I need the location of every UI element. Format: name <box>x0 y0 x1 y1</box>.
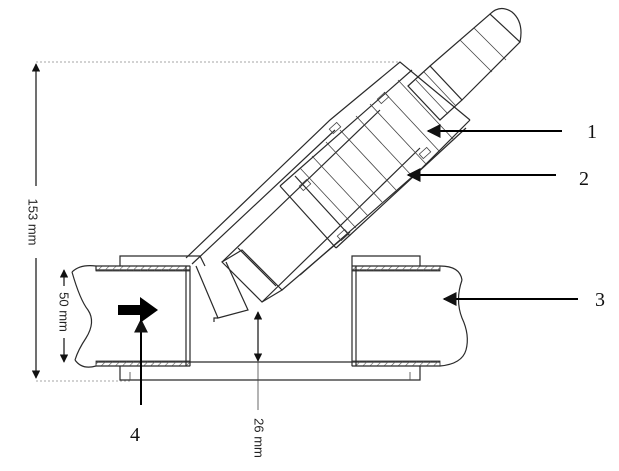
callout-1: 1 <box>426 121 597 143</box>
dimension-gap: 26 mm <box>252 311 267 458</box>
callout-2: 2 <box>406 168 589 190</box>
callout-3: 3 <box>442 289 605 311</box>
callout-1-number: 1 <box>587 121 597 143</box>
angled-valve-body <box>185 7 522 322</box>
pipe-diameter-label: 50 mm <box>57 292 72 332</box>
callout-4: 4 <box>130 318 148 446</box>
dimension-pipe-diameter: 50 mm <box>57 269 72 363</box>
right-sleeve <box>351 265 441 367</box>
flow-direction-arrow <box>118 297 158 323</box>
callout-2-number: 2 <box>579 168 589 190</box>
dimension-total-height: 153 mm <box>26 61 400 382</box>
callout-3-number: 3 <box>595 289 605 311</box>
gap-label: 26 mm <box>252 418 267 458</box>
total-height-label: 153 mm <box>26 199 41 246</box>
left-sleeve <box>95 265 191 367</box>
callout-4-number: 4 <box>130 424 140 446</box>
